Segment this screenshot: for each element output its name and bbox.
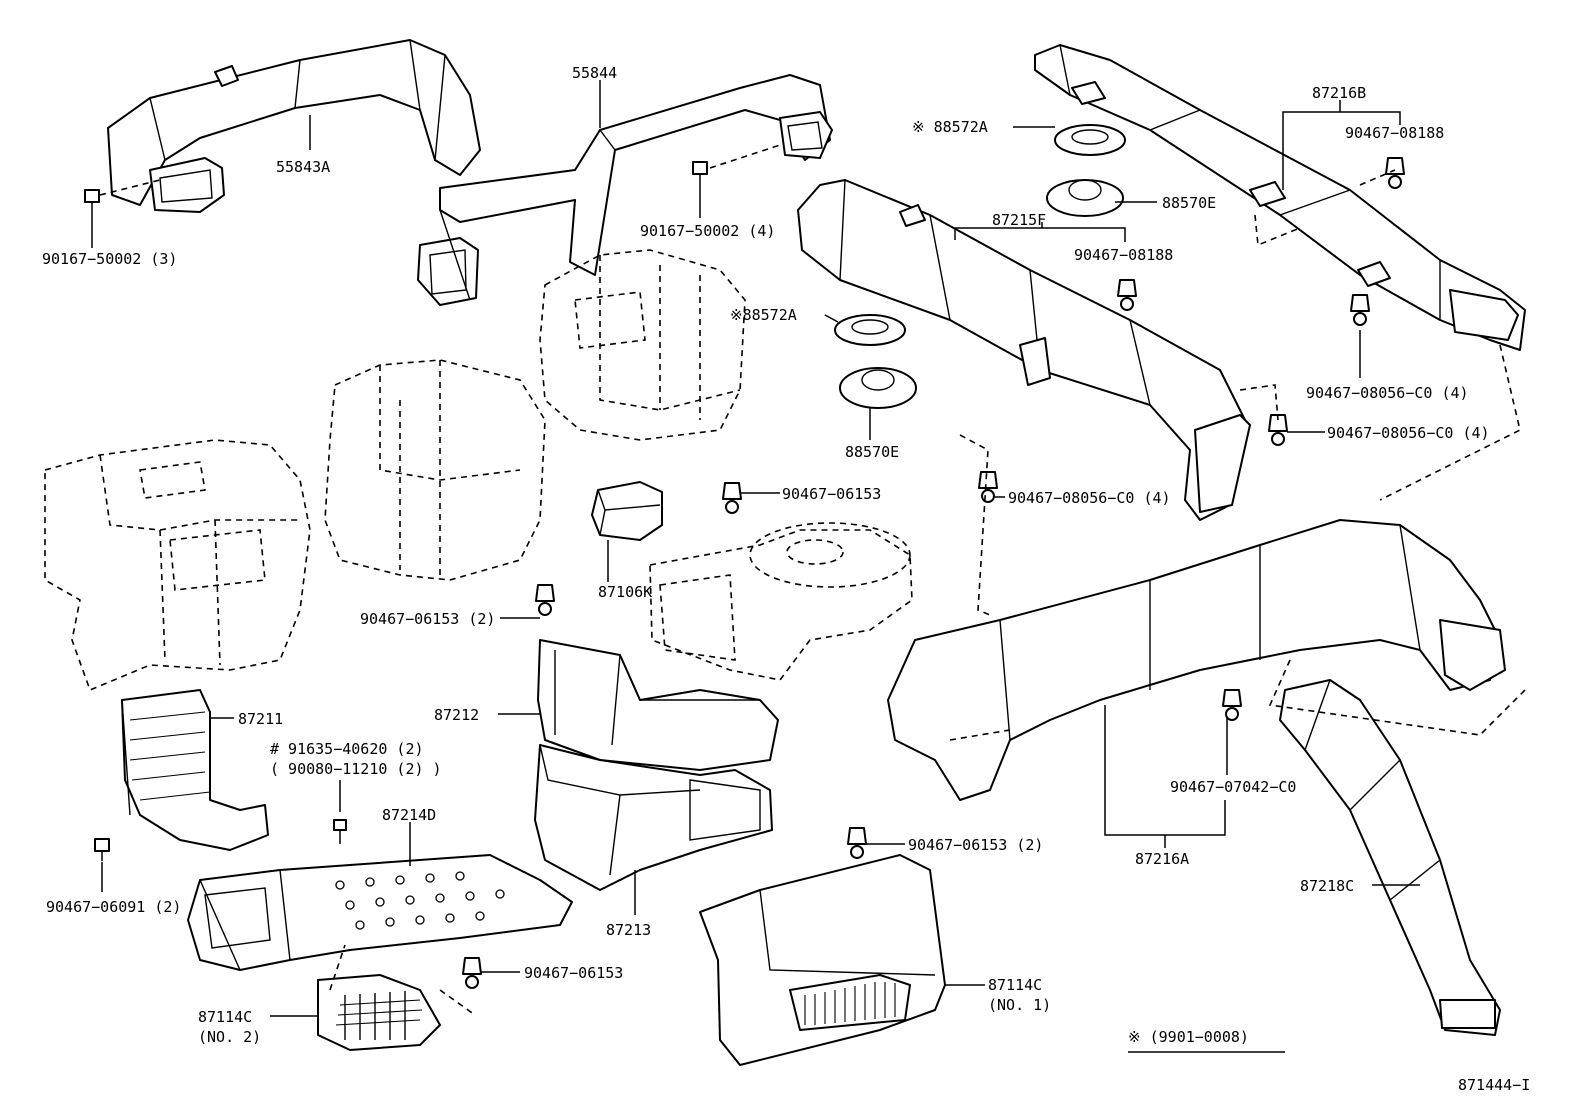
label-87114C-no2-sub: (NO. 2) bbox=[198, 1028, 261, 1046]
part-87218C-duct[interactable] bbox=[1279, 679, 1501, 1036]
label-88570E-top: 88570E bbox=[1162, 194, 1216, 212]
clip-icon bbox=[1350, 294, 1370, 326]
part-87114C-no2-register[interactable] bbox=[317, 974, 441, 1051]
label-87114C-no1: 87114C bbox=[988, 976, 1042, 994]
label-90080-11210: ( 90080−11210 (2) ) bbox=[270, 760, 442, 778]
label-87213: 87213 bbox=[606, 921, 651, 939]
label-90167-50002-3: 90167−50002 (3) bbox=[42, 250, 177, 268]
screw-icon bbox=[84, 189, 100, 212]
label-90467-06153-2b: 90467−06153 (2) bbox=[908, 836, 1043, 854]
label-88572A-mid: ※88572A bbox=[730, 306, 797, 324]
clip-icon bbox=[1117, 279, 1137, 311]
label-90167-50002-4: 90167−50002 (4) bbox=[640, 222, 775, 240]
label-87216A: 87216A bbox=[1135, 850, 1189, 868]
screw-icon bbox=[692, 161, 708, 184]
label-91635-40620: # 91635−40620 (2) bbox=[270, 740, 424, 758]
label-55843A: 55843A bbox=[276, 158, 330, 176]
part-87216A-duct[interactable] bbox=[887, 519, 1506, 801]
label-90467-08056-b: 90467−08056−C0 (4) bbox=[1327, 424, 1490, 442]
clip-icon bbox=[978, 471, 998, 503]
label-90467-06153-a: 90467−06153 bbox=[782, 485, 881, 503]
label-87114C-no2: 87114C bbox=[198, 1008, 252, 1026]
label-87211: 87211 bbox=[238, 710, 283, 728]
label-90467-06153-2a: 90467−06153 (2) bbox=[360, 610, 495, 628]
part-88572A-gasket-mid[interactable] bbox=[834, 314, 906, 346]
part-evaporator-unit[interactable] bbox=[539, 249, 746, 441]
part-88570E-seal-top[interactable] bbox=[1046, 179, 1124, 217]
label-87114C-no1-sub: (NO. 1) bbox=[988, 996, 1051, 1014]
label-90467-06153-b: 90467−06153 bbox=[524, 964, 623, 982]
label-90467-08056-a: 90467−08056−C0 (4) bbox=[1306, 384, 1469, 402]
part-87212-cover[interactable] bbox=[537, 639, 779, 771]
label-87216B: 87216B bbox=[1312, 84, 1366, 102]
part-hvac-unit-center[interactable] bbox=[324, 359, 546, 581]
label-90467-08188-b: 90467−08188 bbox=[1345, 124, 1444, 142]
label-diagram-id: 871444−I bbox=[1458, 1076, 1530, 1094]
clip-icon bbox=[722, 482, 742, 514]
label-87212: 87212 bbox=[434, 706, 479, 724]
part-87106K-actuator[interactable] bbox=[591, 481, 663, 541]
clip-icon bbox=[1222, 689, 1242, 721]
label-87218C: 87218C bbox=[1300, 877, 1354, 895]
leader-lines bbox=[91, 80, 1420, 1053]
screw-icon bbox=[94, 838, 110, 861]
clip-icon bbox=[535, 584, 555, 616]
label-90467-08188-a: 90467−08188 bbox=[1074, 246, 1173, 264]
part-87211-duct[interactable] bbox=[121, 689, 269, 851]
part-88572A-gasket-top[interactable] bbox=[1054, 124, 1126, 156]
part-55843A-duct[interactable] bbox=[107, 39, 481, 213]
clip-icon bbox=[1268, 414, 1288, 446]
label-note: ※ (9901−0008) bbox=[1128, 1028, 1249, 1046]
part-87214D-duct[interactable] bbox=[187, 854, 573, 971]
part-87213-case[interactable] bbox=[534, 744, 773, 891]
clip-icon bbox=[847, 827, 867, 859]
part-labels: 55843A 55844 90167−50002 (3) 90167−50002… bbox=[42, 64, 1530, 1094]
part-87114C-no1-cover[interactable] bbox=[699, 854, 946, 1066]
clip-icon bbox=[462, 957, 482, 989]
part-55844-duct[interactable] bbox=[417, 74, 833, 306]
label-90467-08056-c: 90467−08056−C0 (4) bbox=[1008, 489, 1171, 507]
part-hvac-unit-left[interactable] bbox=[44, 439, 311, 692]
part-88570E-seal-mid[interactable] bbox=[839, 367, 917, 409]
fastener-icons bbox=[84, 157, 1405, 989]
assembly-dashed-lines bbox=[99, 144, 1526, 1016]
part-87216B-duct[interactable] bbox=[1034, 44, 1526, 351]
clip-icon bbox=[1385, 157, 1405, 189]
holes-grid bbox=[335, 871, 505, 930]
part-blower-unit[interactable] bbox=[649, 522, 913, 681]
label-55844: 55844 bbox=[572, 64, 617, 82]
label-87214D: 87214D bbox=[382, 806, 436, 824]
bolt-icon bbox=[333, 819, 347, 844]
label-87106K: 87106K bbox=[598, 583, 652, 601]
label-88570E-mid: 88570E bbox=[845, 443, 899, 461]
part-87215F-duct[interactable] bbox=[797, 179, 1251, 521]
label-88572A-top: ※ 88572A bbox=[912, 118, 988, 136]
label-87215F: 87215F bbox=[992, 211, 1046, 229]
label-90467-06091: 90467−06091 (2) bbox=[46, 898, 181, 916]
label-90467-07042: 90467−07042−C0 bbox=[1170, 778, 1296, 796]
